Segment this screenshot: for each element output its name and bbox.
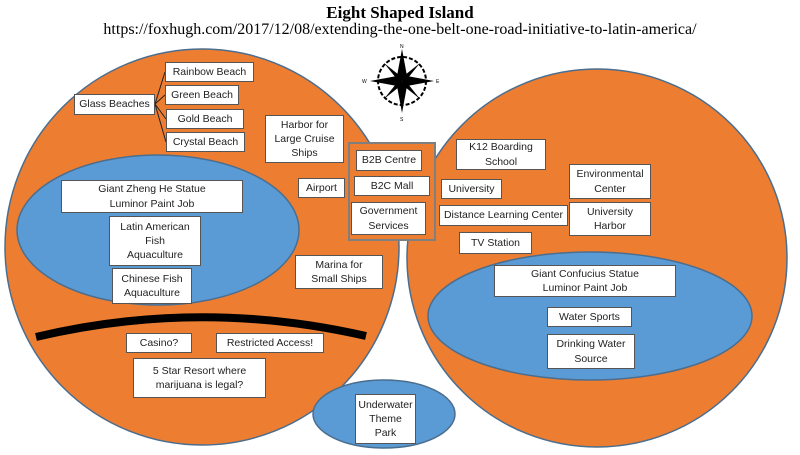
casino-label: Casino? (126, 333, 192, 353)
zheng-he-statue-label: Giant Zheng He Statue Luminor Paint Job (61, 180, 243, 213)
glass-beaches-label: Glass Beaches (74, 94, 155, 115)
crystal-beach-label: Crystal Beach (166, 132, 245, 152)
compass-rose-icon: N S E W (362, 44, 440, 123)
latin-fish-aquaculture-label: Latin American Fish Aquaculture (109, 216, 201, 266)
cruise-harbor-label: Harbor for Large Cruise Ships (265, 115, 344, 163)
university-label: University (441, 179, 502, 199)
university-harbor-label: University Harbor (569, 202, 651, 236)
environmental-center-label: Environmental Center (569, 164, 651, 199)
compass-w: W (362, 79, 367, 85)
underwater-theme-park-label: Underwater Theme Park (355, 394, 416, 444)
compass-e: E (436, 79, 440, 85)
confucius-statue-label: Giant Confucius Statue Luminor Paint Job (494, 265, 676, 297)
source-url: https://foxhugh.com/2017/12/08/extending… (103, 21, 697, 38)
compass-s: S (400, 117, 404, 123)
diagram-title: Eight Shaped Island (326, 3, 474, 22)
government-services-label: Government Services (351, 202, 426, 235)
tv-station-label: TV Station (459, 232, 532, 254)
rainbow-beach-label: Rainbow Beach (165, 62, 254, 82)
chinese-fish-aquaculture-label: Chinese Fish Aquaculture (112, 268, 192, 304)
k12-school-label: K12 Boarding School (456, 139, 546, 170)
distance-learning-label: Distance Learning Center (439, 205, 568, 226)
green-beach-label: Green Beach (165, 85, 239, 105)
marina-label: Marina for Small Ships (295, 255, 383, 289)
b2c-mall-label: B2C Mall (354, 176, 430, 196)
gold-beach-label: Gold Beach (166, 109, 244, 129)
b2b-centre-label: B2B Centre (356, 150, 422, 171)
beach-connector-lines (154, 71, 167, 143)
resort-label: 5 Star Resort where marijuana is legal? (133, 358, 266, 398)
restricted-access-label: Restricted Access! (216, 333, 324, 353)
airport-label: Airport (298, 178, 345, 198)
compass-n: N (400, 44, 404, 50)
restricted-boundary-line (35, 313, 367, 341)
drinking-water-label: Drinking Water Source (547, 334, 635, 369)
water-sports-label: Water Sports (547, 307, 632, 327)
